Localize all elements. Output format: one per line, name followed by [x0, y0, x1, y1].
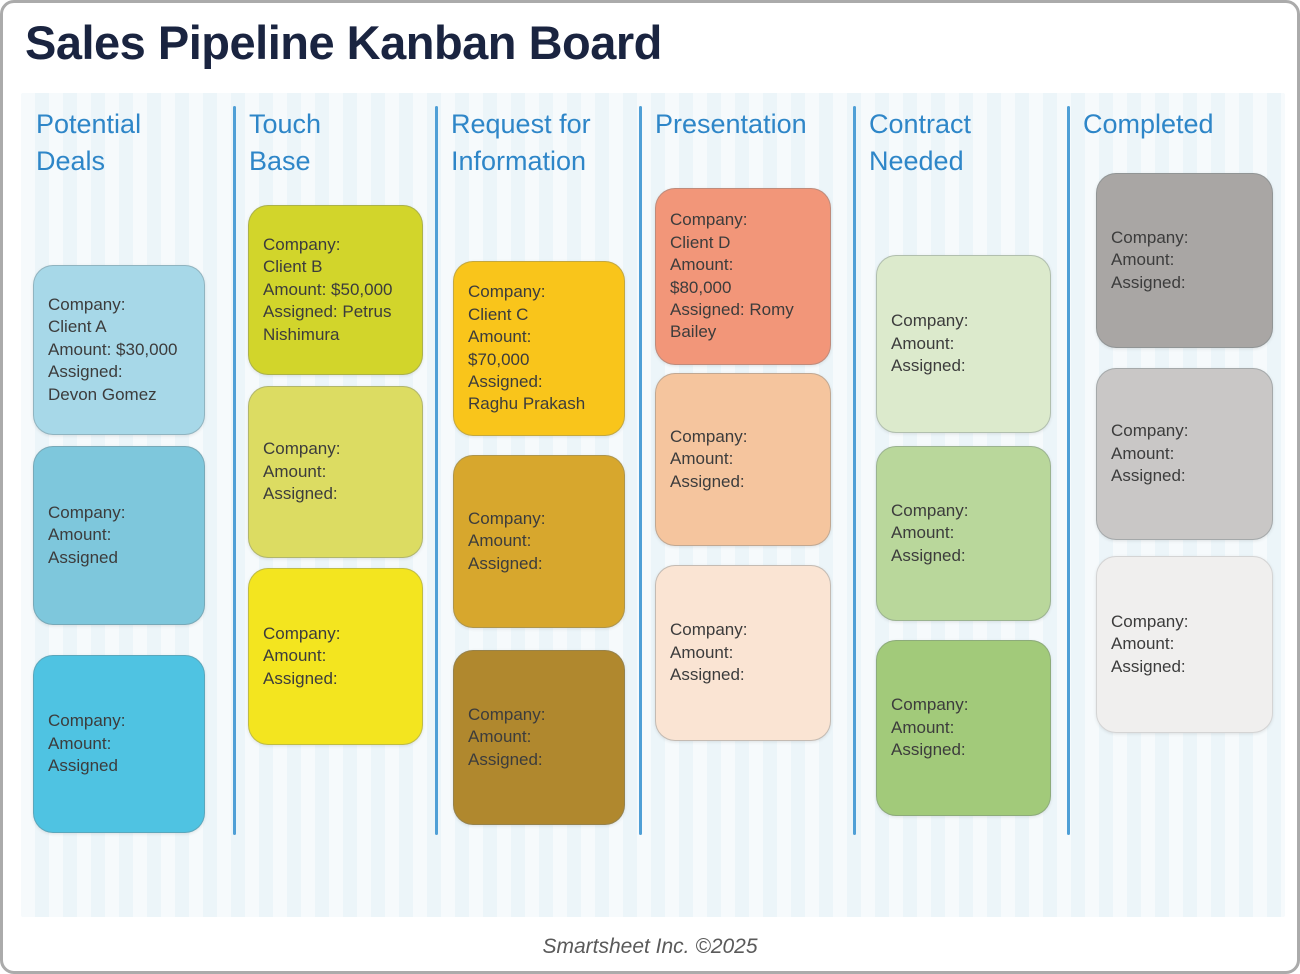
kanban-card-empty[interactable]: Company: Amount: Assigned: — [1096, 556, 1273, 733]
kanban-card-empty[interactable]: Company: Amount: Assigned — [33, 446, 205, 625]
column-header-potential-deals: Potential Deals — [36, 109, 142, 177]
column-potential-deals: Potential Deals Company: Client A Amount… — [21, 93, 234, 917]
card-client-c[interactable]: Company: Client C Amount: $70,000 Assign… — [453, 261, 625, 436]
column-touch-base: Touch Base Company: Client B Amount: $50… — [234, 93, 436, 917]
kanban-card-empty[interactable]: Company: Amount: Assigned: — [248, 568, 423, 745]
column-contract-needed: Contract Needed Company: Amount: Assigne… — [854, 93, 1068, 917]
card-client-d[interactable]: Company: Client D Amount: $80,000 Assign… — [655, 188, 831, 365]
kanban-card-empty[interactable]: Company: Amount: Assigned: — [876, 255, 1051, 433]
column-completed: Completed Company: Amount: Assigned: Com… — [1068, 93, 1285, 917]
card-client-b[interactable]: Company: Client B Amount: $50,000 Assign… — [248, 205, 423, 375]
kanban-card-empty[interactable]: Company: Amount: Assigned — [33, 655, 205, 833]
kanban-card-empty[interactable]: Company: Amount: Assigned: — [655, 373, 831, 546]
kanban-card-empty[interactable]: Company: Amount: Assigned: — [1096, 368, 1273, 540]
kanban-board: Potential Deals Company: Client A Amount… — [21, 93, 1285, 917]
column-request-for-information: Request for Information Company: Client … — [436, 93, 640, 917]
column-divider — [435, 106, 438, 835]
column-divider — [233, 106, 236, 835]
footer-credit: Smartsheet Inc. ©2025 — [542, 935, 758, 958]
column-header-request-for-information: Request for Information — [451, 109, 591, 177]
column-divider — [853, 106, 856, 835]
column-header-contract-needed: Contract Needed — [869, 109, 972, 177]
column-header-touch-base: Touch Base — [249, 109, 322, 177]
kanban-card-empty[interactable]: Company: Amount: Assigned: — [453, 455, 625, 628]
column-divider — [1067, 106, 1070, 835]
card-client-a[interactable]: Company: Client A Amount: $30,000 Assign… — [33, 265, 205, 435]
kanban-card-empty[interactable]: Company: Amount: Assigned: — [655, 565, 831, 741]
kanban-card-empty[interactable]: Company: Amount: Assigned: — [876, 446, 1051, 621]
page-title: Sales Pipeline Kanban Board — [25, 16, 662, 69]
kanban-card-empty[interactable]: Company: Amount: Assigned: — [248, 386, 423, 558]
column-divider — [639, 106, 642, 835]
kanban-card-empty[interactable]: Company: Amount: Assigned: — [453, 650, 625, 825]
column-header-presentation: Presentation — [655, 109, 807, 139]
kanban-card-empty[interactable]: Company: Amount: Assigned: — [876, 640, 1051, 816]
column-presentation: Presentation Company: Client D Amount: $… — [640, 93, 854, 917]
kanban-card-empty[interactable]: Company: Amount: Assigned: — [1096, 173, 1273, 348]
column-header-completed: Completed — [1083, 109, 1214, 139]
